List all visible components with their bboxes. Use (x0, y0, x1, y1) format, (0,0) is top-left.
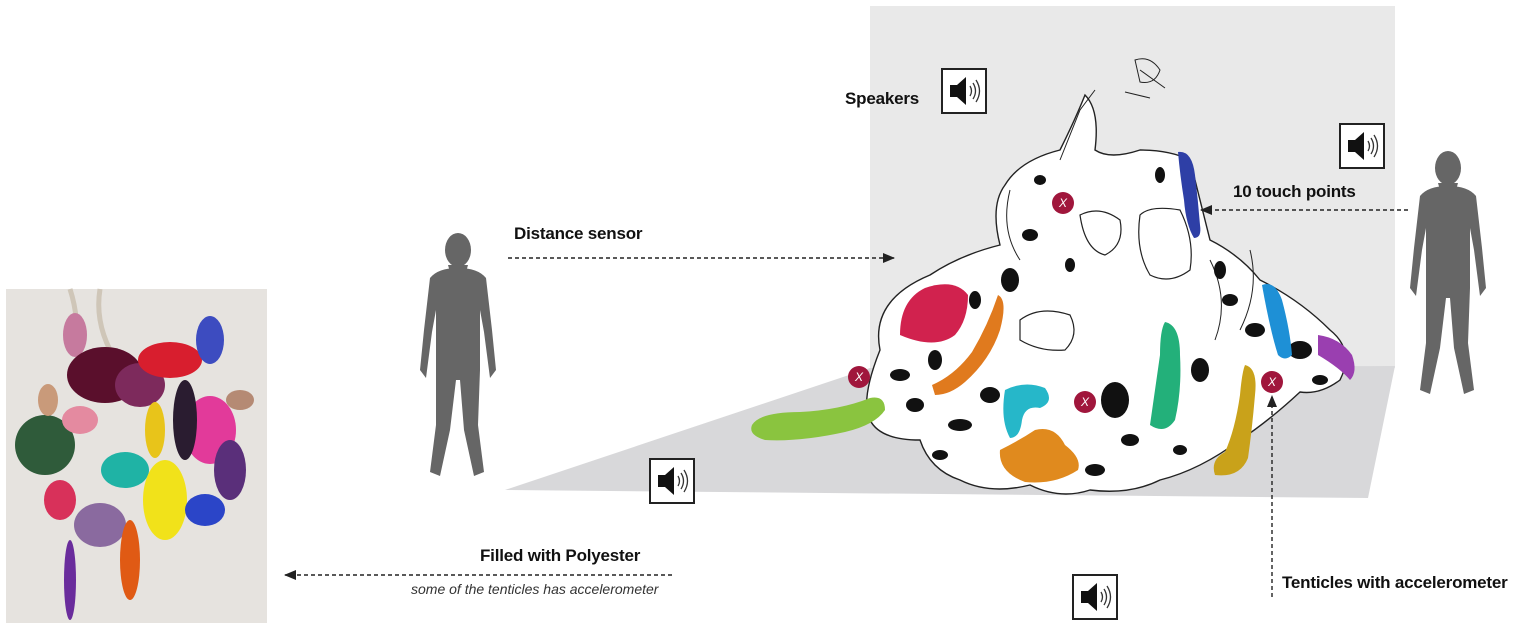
distance-sensor-label: Distance sensor (514, 224, 642, 244)
speaker-icon (1340, 124, 1384, 168)
accelerometer-marker-label: X (1080, 395, 1090, 409)
speaker-icon (1073, 575, 1117, 619)
accelerometer-marker-label: X (1267, 375, 1277, 389)
tenticles-label: Tenticles with accelerometer (1282, 573, 1508, 593)
sculpture-photo (6, 289, 267, 623)
person-silhouette-icon (1410, 151, 1486, 394)
filled-with-sublabel: some of the tenticles has accelerometer (411, 581, 658, 597)
filled-with-label: Filled with Polyester (480, 546, 640, 566)
accelerometer-marker-label: X (1058, 196, 1068, 210)
speakers-label: Speakers (845, 89, 919, 109)
person-silhouette-icon (420, 233, 496, 476)
speaker-icon (650, 459, 694, 503)
accelerometer-marker-label: X (854, 370, 864, 384)
speaker-icon (942, 69, 986, 113)
touch-points-label: 10 touch points (1233, 182, 1356, 202)
